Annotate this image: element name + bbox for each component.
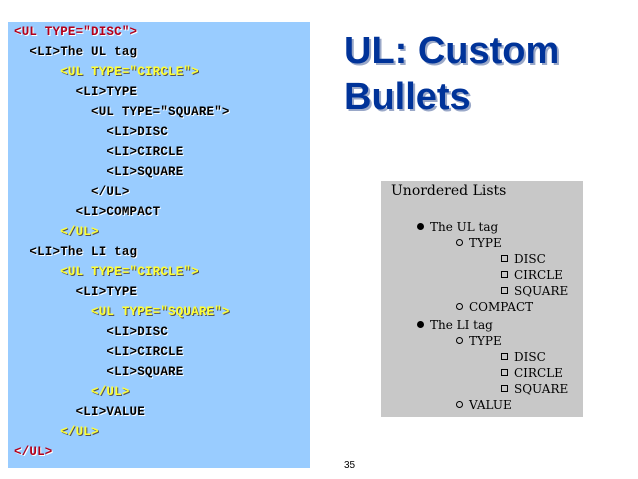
square-bullet-icon	[501, 385, 508, 392]
list-item-label: TYPE	[469, 236, 502, 250]
code-line-6: <LI>DISC	[14, 125, 169, 139]
list-item-label: SQUARE	[514, 284, 569, 298]
list-item-label: DISC	[514, 350, 546, 364]
slide-title: UL: Custom Bullets	[344, 28, 624, 120]
square-bullet-icon	[501, 353, 508, 360]
code-line-8: <LI>SQUARE	[14, 165, 184, 179]
list-item-label: CIRCLE	[514, 268, 563, 282]
code-line-2: <LI>The UL tag	[14, 45, 138, 59]
list-item: CIRCLE	[501, 365, 563, 381]
list-item: VALUE	[456, 397, 512, 413]
code-line-18: <LI>SQUARE	[14, 365, 184, 379]
page-number: 35	[344, 460, 356, 471]
list-item: SQUARE	[501, 381, 568, 397]
square-bullet-icon	[501, 271, 508, 278]
circle-bullet-icon	[456, 337, 463, 344]
list-item: DISC	[501, 349, 546, 365]
disc-bullet-icon	[417, 321, 424, 328]
code-line-10: <LI>COMPACT	[14, 205, 161, 219]
list-item: CIRCLE	[501, 267, 563, 283]
list-item-label: VALUE	[469, 398, 512, 412]
list-item: SQUARE	[501, 283, 568, 299]
code-line-1: <UL TYPE="DISC">	[14, 25, 138, 39]
list-item: DISC	[501, 251, 546, 267]
code-line-22: </UL>	[14, 445, 53, 459]
code-line-19: </UL>	[14, 385, 130, 399]
list-item-label: The LI tag	[430, 318, 493, 332]
list-item: TYPE	[456, 235, 502, 251]
preview-heading: Unordered Lists	[391, 183, 507, 199]
slide-title-line-2: Bullets	[344, 76, 471, 118]
slide-title-line-1: UL: Custom	[344, 30, 560, 72]
code-line-13: <UL TYPE="CIRCLE">	[14, 265, 199, 279]
list-item-label: COMPACT	[469, 300, 534, 314]
list-item-label: SQUARE	[514, 382, 569, 396]
code-line-9: </UL>	[14, 185, 130, 199]
list-item: TYPE	[456, 333, 502, 349]
code-line-7: <LI>CIRCLE	[14, 145, 184, 159]
circle-bullet-icon	[456, 401, 463, 408]
list-item-label: CIRCLE	[514, 366, 563, 380]
code-panel: <UL TYPE="DISC"> <LI>The UL tag <UL TYPE…	[8, 22, 310, 468]
code-line-20: <LI>VALUE	[14, 405, 145, 419]
code-line-14: <LI>TYPE	[14, 285, 138, 299]
list-item: COMPACT	[456, 299, 533, 315]
code-line-17: <LI>CIRCLE	[14, 345, 184, 359]
disc-bullet-icon	[417, 223, 424, 230]
code-line-5: <UL TYPE="SQUARE">	[14, 105, 230, 119]
code-line-21: </UL>	[14, 425, 99, 439]
list-item-label: TYPE	[469, 334, 502, 348]
list-item: The UL tag	[417, 219, 498, 235]
list-item-label: The UL tag	[430, 220, 499, 234]
circle-bullet-icon	[456, 239, 463, 246]
code-line-12: <LI>The LI tag	[14, 245, 138, 259]
list-item-label: DISC	[514, 252, 546, 266]
rendered-list-preview: Unordered Lists The UL tag TYPE DISC CIR…	[381, 181, 583, 417]
code-line-4: <LI>TYPE	[14, 85, 138, 99]
circle-bullet-icon	[456, 303, 463, 310]
code-line-15: <UL TYPE="SQUARE">	[14, 305, 230, 319]
square-bullet-icon	[501, 287, 508, 294]
list-item: The LI tag	[417, 317, 493, 333]
code-line-16: <LI>DISC	[14, 325, 169, 339]
code-line-11: </UL>	[14, 225, 99, 239]
square-bullet-icon	[501, 369, 508, 376]
code-line-3: <UL TYPE="CIRCLE">	[14, 65, 199, 79]
square-bullet-icon	[501, 255, 508, 262]
